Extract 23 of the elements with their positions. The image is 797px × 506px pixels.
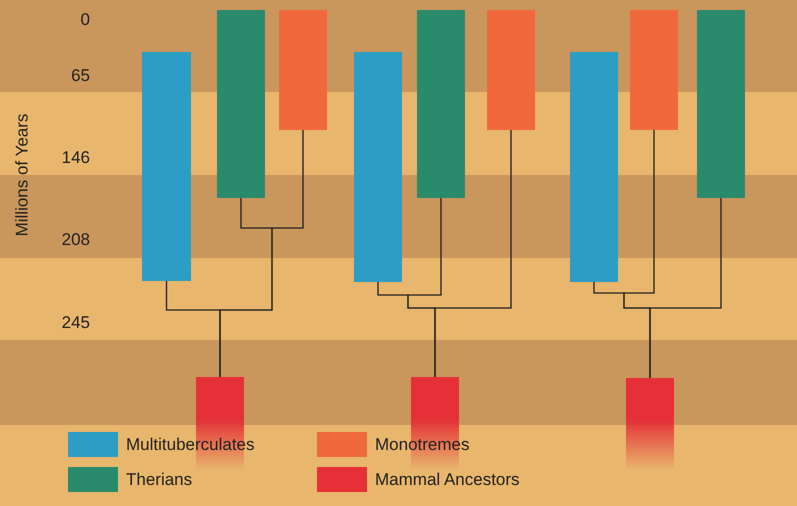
- axis-tick-label: 146: [60, 148, 90, 168]
- monotremes-bar: [487, 10, 535, 130]
- axis-tick-label: 65: [70, 66, 90, 86]
- axis-tick-label: 245: [60, 313, 90, 333]
- legend-label: Therians: [126, 470, 192, 490]
- branch-line: [434, 130, 512, 377]
- axis-tick-label: 0: [80, 10, 90, 30]
- axis-title: Millions of Years: [12, 114, 32, 236]
- branch-line: [219, 130, 304, 377]
- multituberculates-bar: [570, 52, 618, 282]
- legend-label: Multituberculates: [126, 435, 255, 455]
- therians-bar: [697, 10, 745, 198]
- monotremes-bar: [279, 10, 327, 130]
- legend-label: Monotremes: [375, 435, 470, 455]
- therians-bar: [217, 10, 265, 198]
- axis-tick-label: 208: [60, 230, 90, 250]
- multituberculates-bar: [142, 52, 191, 281]
- multituberculates-bar: [354, 52, 402, 282]
- ancestor-bar: [626, 378, 674, 470]
- monotremes-bar: [630, 10, 678, 130]
- legend-label: Mammal Ancestors: [375, 470, 520, 490]
- branch-line: [649, 198, 722, 378]
- therians-bar: [417, 10, 465, 198]
